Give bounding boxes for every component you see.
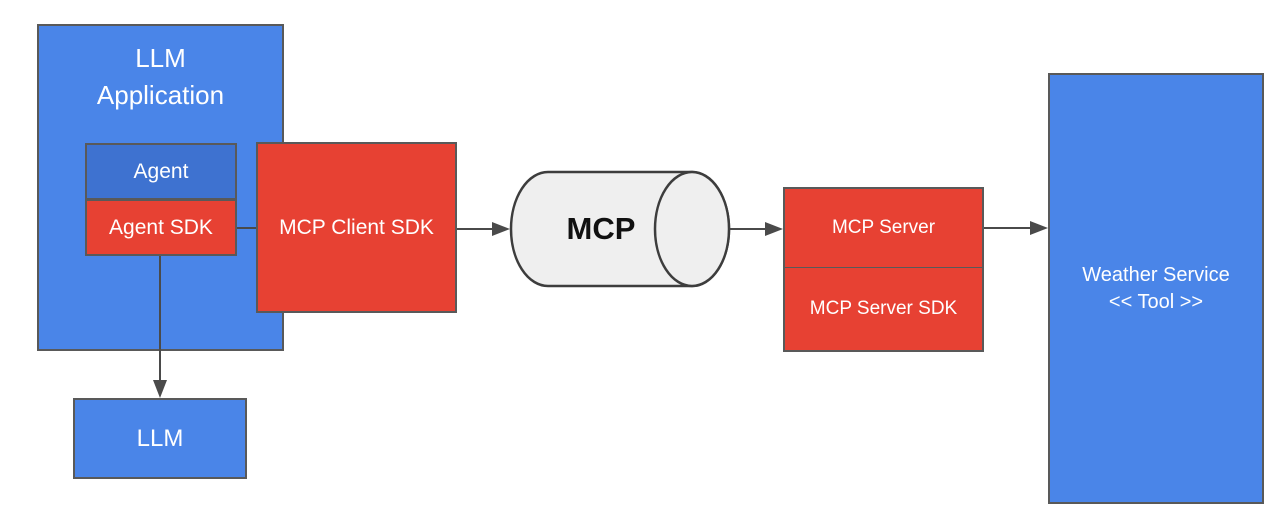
mcp-pipe-label: MCP — [566, 211, 636, 246]
arrow-mcpclient-to-mcp — [457, 222, 510, 236]
mcp-server-box: MCP Server — [783, 187, 984, 268]
arrow-mcp-to-mcpserver — [730, 222, 783, 236]
mcp-server-sdk-box: MCP Server SDK — [783, 267, 984, 352]
arrow-mcpserver-to-weather — [984, 221, 1048, 235]
llm-box: LLM — [73, 398, 247, 479]
weather-service-box: Weather Service << Tool >> — [1048, 73, 1264, 504]
mcp-client-sdk-box: MCP Client SDK — [256, 142, 457, 313]
agent-box: Agent — [85, 143, 237, 200]
agent-sdk-box: Agent SDK — [85, 199, 237, 256]
